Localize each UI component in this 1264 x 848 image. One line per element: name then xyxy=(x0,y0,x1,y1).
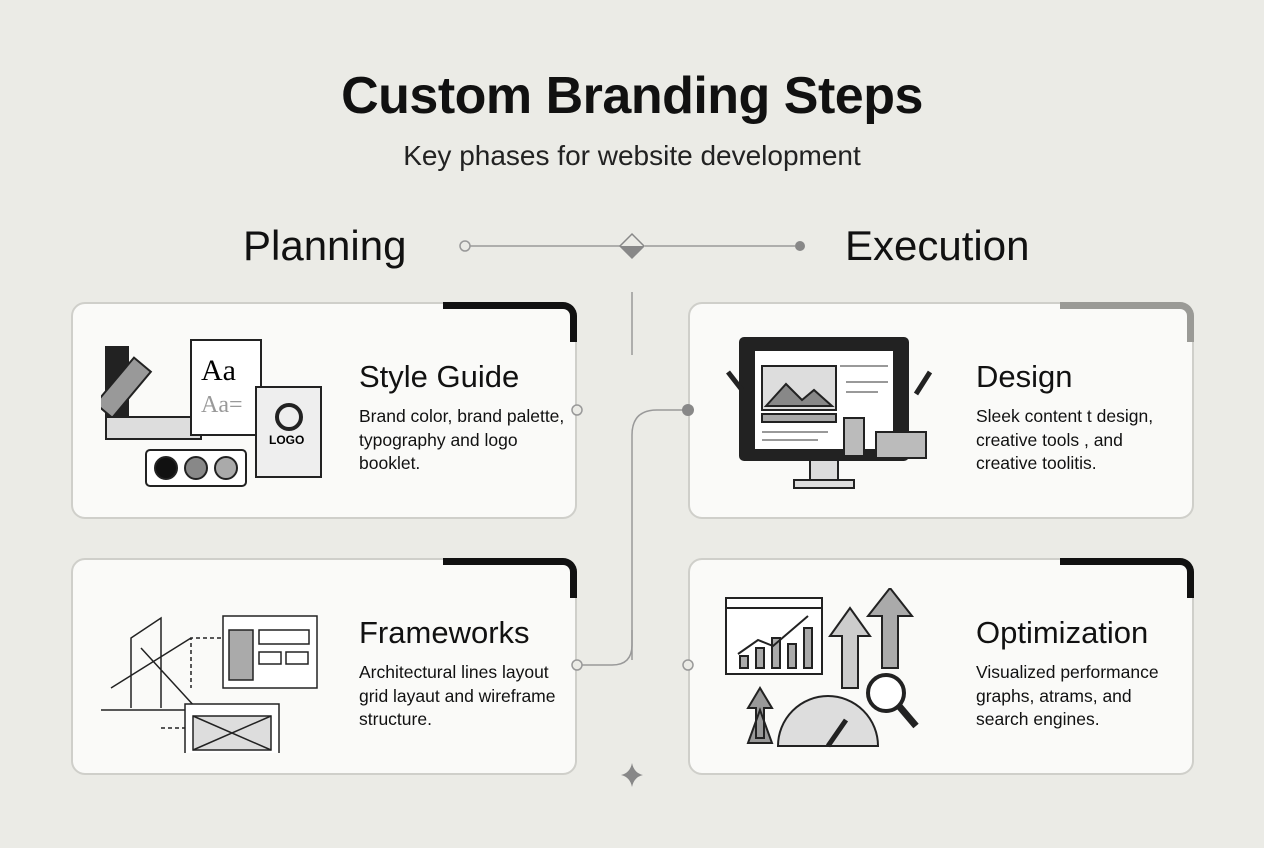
card-title: Optimization xyxy=(976,615,1149,650)
card-title: Design xyxy=(976,359,1073,394)
svg-text:Aa: Aa xyxy=(201,354,236,387)
card-optimization: Optimization Visualized performance grap… xyxy=(688,558,1194,775)
page-subtitle: Key phases for website development xyxy=(403,140,861,171)
card-frameworks: Frameworks Architectural lines layout gr… xyxy=(71,558,577,775)
performance-illustration xyxy=(725,588,919,748)
svg-text:Aa=: Aa= xyxy=(201,392,243,418)
node-dot xyxy=(459,240,471,252)
sparkle-icon xyxy=(621,763,643,787)
page-title: Custom Branding Steps xyxy=(341,67,923,125)
monitor-design-illustration xyxy=(726,337,933,489)
card-title: Style Guide xyxy=(359,359,520,394)
style-guide-illustration: Aa Aa= LOGO xyxy=(101,339,322,487)
svg-text:LOGO: LOGO xyxy=(269,433,304,447)
card-design: Design Sleek content t design, creative … xyxy=(688,302,1194,519)
card-title: Frameworks xyxy=(359,615,530,650)
node-dot xyxy=(795,241,805,251)
card-description: Sleek content t design, creative tools ,… xyxy=(976,406,1154,473)
card-description: Brand color, brand palette, typography a… xyxy=(359,406,565,473)
card-style-guide: Aa Aa= LOGO Style Guide Brand color, bra… xyxy=(71,302,577,519)
card-description: Architectural lines layout grid layaut a… xyxy=(359,662,556,729)
card-description: Visualized performance graphs, atrams, a… xyxy=(976,662,1159,729)
wireframe-illustration xyxy=(101,615,318,753)
phase-execution: Execution xyxy=(845,222,1030,269)
phase-planning: Planning xyxy=(243,222,407,269)
